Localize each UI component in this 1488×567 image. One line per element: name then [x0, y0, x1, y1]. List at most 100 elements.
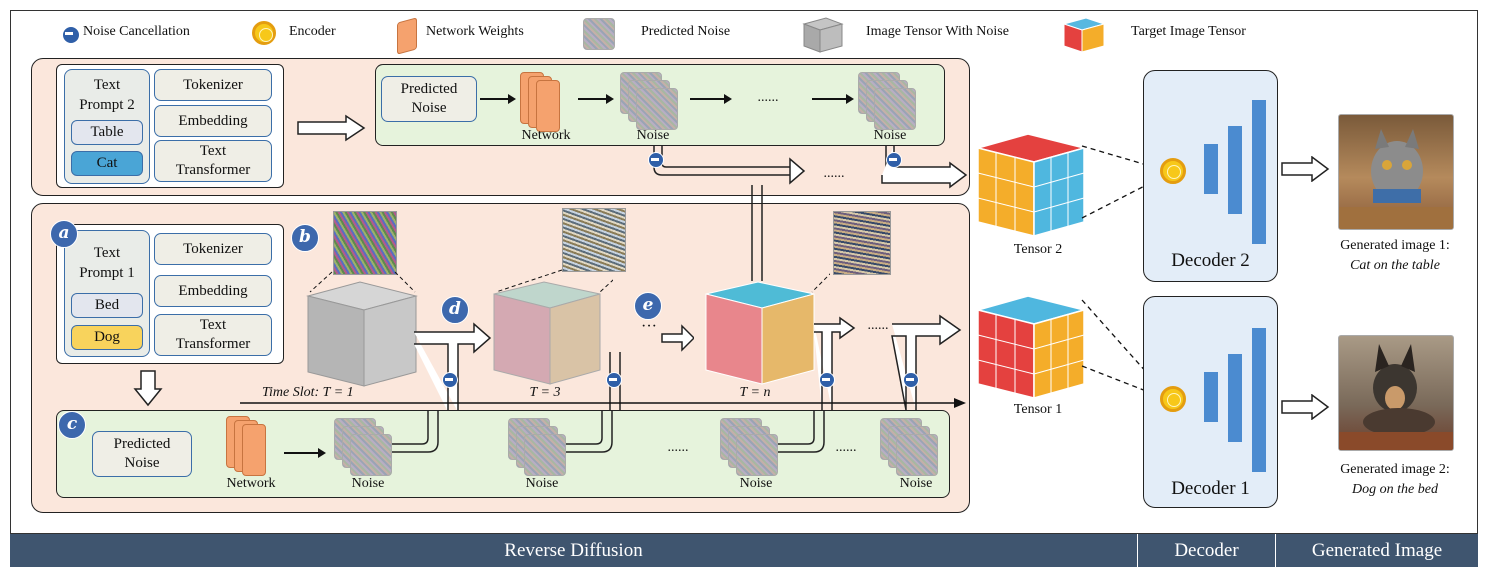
pipe-up — [778, 410, 825, 453]
gen2-title: Generated image 2: — [1340, 462, 1450, 477]
arrow — [480, 94, 516, 104]
legend-predicted-noise: Predicted Noise — [641, 24, 731, 39]
legend-encoder: Encoder — [289, 24, 336, 39]
tensor2-label: Tensor 2 — [1013, 242, 1063, 257]
network-weights-sheet — [536, 80, 560, 132]
noise-tile — [350, 434, 392, 476]
prompt2-ellipsis: ...... — [757, 90, 779, 105]
section-reverse-diffusion: Reverse Diffusion — [10, 534, 1138, 567]
prompt2-predicted-noise: Predicted Noise — [381, 76, 477, 122]
cat-illustration — [1339, 129, 1453, 229]
arrow — [578, 94, 614, 104]
prompt2-embedding: Embedding — [154, 105, 272, 137]
noise-cancellation-icon — [903, 372, 919, 388]
noise-cube-t3 — [493, 269, 613, 385]
pure-noise-image — [333, 211, 397, 275]
predicted-noise-icon — [583, 18, 615, 50]
pipe-up — [392, 410, 439, 453]
noise-tile — [896, 434, 938, 476]
prompt2-pipe-ellipsis: ...... — [823, 166, 845, 181]
noise-cube-t1 — [306, 271, 418, 387]
section-generated-image: Generated Image — [1276, 534, 1478, 567]
prompt1-noise-label-1: Noise — [351, 476, 385, 491]
prompt2-tokenizer: Tokenizer — [154, 69, 272, 101]
noise-cube-tn — [705, 273, 830, 385]
prompt2-box: Text Prompt 2 Table Cat — [64, 69, 150, 184]
noise-cancellation-icon — [886, 152, 902, 168]
decoder-layer — [1252, 100, 1266, 244]
output-arrow — [1281, 394, 1330, 420]
target-tensor-icon — [1062, 17, 1106, 53]
noise-tile — [524, 434, 566, 476]
prompt1-tokenizer: Tokenizer — [154, 233, 272, 265]
prompt2-text-transformer: Text Transformer — [154, 140, 272, 182]
legend-noise-cancellation: Noise Cancellation — [83, 24, 190, 39]
decoder1-label: Decoder 1 — [1171, 478, 1250, 499]
prompt2-big-arrow — [297, 114, 366, 142]
prompt1-embedding: Embedding — [154, 275, 272, 307]
decoder-layer — [1228, 126, 1242, 214]
noise-cancellation-icon — [606, 372, 622, 388]
encoder-icon — [1160, 386, 1186, 412]
time-axis — [240, 398, 966, 408]
prompt2-word-table: Table — [71, 120, 143, 145]
prompt2-noise-label-2: Noise — [873, 128, 907, 143]
prompt2-noise-label-1: Noise — [636, 128, 670, 143]
gen1-title: Generated image 1: — [1340, 238, 1450, 253]
noise-tile — [636, 88, 678, 130]
prompt2-title: Text Prompt 2 — [79, 77, 135, 113]
dots-between-cubes: ··· — [641, 318, 657, 335]
badge-b: b — [291, 224, 319, 252]
tensor1-cube — [975, 295, 1087, 399]
prompt2-output-pipe — [653, 145, 968, 189]
prompt1-noise-label-4: Noise — [899, 476, 933, 491]
decoder-layer — [1204, 144, 1218, 194]
t3-noise-image — [562, 208, 626, 272]
arrow — [284, 448, 326, 458]
tn-label: T = n — [739, 385, 771, 400]
badge-e: e — [634, 292, 662, 320]
prompt1-predicted-noise: Predicted Noise — [92, 431, 192, 477]
dog-illustration — [1339, 344, 1453, 450]
noise-cancellation-icon — [648, 152, 664, 168]
tn-noise-image — [833, 211, 891, 275]
prompt1-title: Text Prompt 1 — [79, 245, 135, 281]
prompt1-noise-label-3: Noise — [739, 476, 773, 491]
badge-a: a — [50, 220, 78, 248]
decoder2-label: Decoder 2 — [1171, 250, 1250, 271]
noise-tile — [736, 434, 778, 476]
prompt1-box: Text Prompt 1 Bed Dog — [64, 230, 150, 357]
noise-tile — [874, 88, 916, 130]
noise-cancellation-icon — [62, 26, 80, 44]
decoder-layer — [1228, 354, 1242, 442]
prompt1-word-bed: Bed — [71, 293, 143, 318]
noisy-tensor-icon — [802, 17, 844, 53]
time-slot-label: Time Slot: T = 1 — [262, 385, 354, 400]
noise-cancellation-icon — [442, 372, 458, 388]
legend-target-image-tensor: Target Image Tensor — [1131, 24, 1246, 39]
legend-network-weights: Network Weights — [426, 24, 524, 39]
bottom-ellipsis-1: ...... — [667, 440, 689, 455]
noise-cancellation-icon — [819, 372, 835, 388]
gen1-caption: Cat on the table — [1350, 258, 1440, 273]
network-weights-icon — [397, 17, 417, 55]
prompt1-network-label: Network — [226, 476, 276, 491]
encoder-icon — [252, 21, 276, 45]
prompt2-word-cat: Cat — [71, 151, 143, 176]
generated-image-cat — [1338, 114, 1454, 230]
gen2-caption: Dog on the bed — [1352, 482, 1438, 497]
network-weights-sheet — [242, 424, 266, 476]
decoder-layer — [1252, 328, 1266, 472]
prompt1-word-dog: Dog — [71, 325, 143, 350]
arrow — [812, 94, 854, 104]
legend-image-tensor-with-noise: Image Tensor With Noise — [866, 24, 1009, 39]
tensor2-cube — [975, 133, 1087, 237]
prompt2-network-label: Network — [521, 128, 571, 143]
t3-label: T = 3 — [529, 385, 561, 400]
decoder-layer — [1204, 372, 1218, 422]
down-arrow — [133, 370, 163, 407]
tn-up-pipe — [751, 185, 763, 281]
badge-d: d — [441, 296, 469, 324]
badge-c: c — [58, 411, 86, 439]
dots-after-tn: ...... — [867, 318, 889, 333]
